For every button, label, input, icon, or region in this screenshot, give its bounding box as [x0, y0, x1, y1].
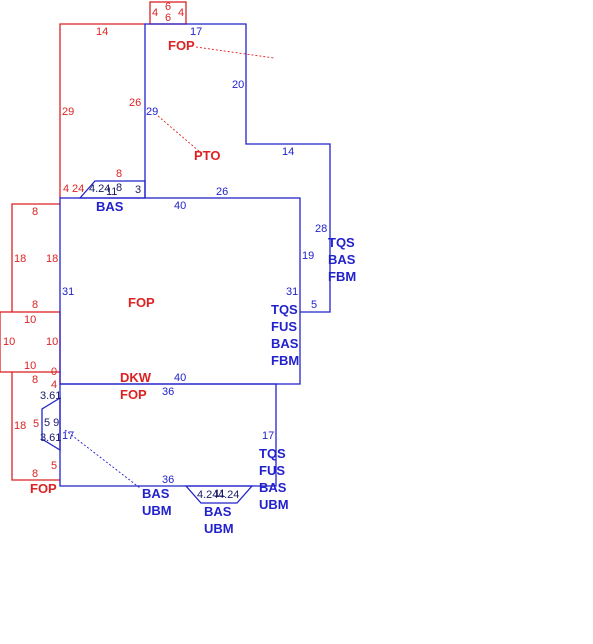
- label-fbm: FBM: [328, 269, 356, 284]
- leader-bas-ubm: [64, 429, 141, 489]
- dim-label: 26: [216, 186, 228, 198]
- dim-label: 4: [63, 183, 69, 195]
- dim-label: 10: [46, 336, 58, 348]
- dim-label: 17: [190, 26, 202, 38]
- label-fop-bottom: FOP: [30, 481, 57, 496]
- label-ubm: UBM: [259, 497, 289, 512]
- dim-label: 40: [174, 200, 186, 212]
- upper-right-wing: [144, 23, 331, 313]
- blue-outlines: [41, 23, 331, 504]
- label-pto: PTO: [194, 148, 221, 163]
- label-fus: FUS: [259, 463, 285, 478]
- dim-label: 19: [302, 250, 314, 262]
- dim-label: 14: [282, 146, 294, 158]
- dim-label: 11: [106, 186, 117, 198]
- label-bas: BAS: [328, 252, 356, 267]
- dim-label: 0: [51, 366, 57, 378]
- dim-label: 40: [174, 372, 186, 384]
- dim-label: 36: [162, 386, 174, 398]
- left-porch-outline-lower: [11, 372, 60, 481]
- area-labels: FOP PTO BAS FOP DKW FOP FOP TQS BAS FBM …: [30, 38, 356, 536]
- label-fbm: FBM: [271, 353, 299, 368]
- dim-label: 6: [165, 1, 171, 13]
- dim-label: 5: [51, 460, 57, 472]
- dim-label: 14: [96, 26, 108, 38]
- label-fus: FUS: [271, 319, 297, 334]
- dim-label: 18: [14, 420, 26, 432]
- label-tqs: TQS: [328, 235, 355, 250]
- label-bas: BAS: [271, 336, 299, 351]
- dim-label: 3.61: [40, 432, 61, 444]
- bas-bump: [78, 180, 146, 199]
- label-bas-left: BAS: [96, 199, 124, 214]
- lower-section: [59, 383, 277, 487]
- dim-label: 4.24: [197, 489, 218, 501]
- dim-label: 4: [178, 7, 184, 19]
- dim-label: 8: [32, 299, 38, 311]
- red-dimensions: 4 6 6 4 14 29 26 8 4 24 8 18 18 8 10 10 …: [3, 1, 184, 480]
- dim-label: 18: [14, 253, 26, 265]
- label-fop-top: FOP: [168, 38, 195, 53]
- blue-dimensions: 17 20 29 14 28 26 4.24 11 8 3 40 19 31 3…: [40, 26, 327, 501]
- dim-label: 11: [214, 488, 225, 500]
- main-body: [59, 197, 301, 385]
- label-tqs: TQS: [271, 302, 298, 317]
- label-bas: BAS: [142, 486, 170, 501]
- label-ubm: UBM: [204, 521, 234, 536]
- red-outlines: [0, 1, 187, 481]
- label-fop-center: FOP: [128, 295, 155, 310]
- dim-label: 8: [32, 206, 38, 218]
- dim-label: 5 9: [44, 417, 59, 429]
- dim-label: 36: [162, 474, 174, 486]
- dim-label: 28: [315, 223, 327, 235]
- dim-label: 17: [62, 430, 74, 442]
- dim-label: 10: [24, 360, 36, 372]
- dim-label: 17: [262, 430, 274, 442]
- label-bas: BAS: [204, 504, 232, 519]
- dim-label: 4: [152, 7, 158, 19]
- dim-label: 31: [62, 286, 74, 298]
- dim-label: 4.24: [218, 489, 239, 501]
- dim-label: 29: [146, 106, 158, 118]
- label-tqs: TQS: [259, 446, 286, 461]
- dim-label: 10: [3, 336, 15, 348]
- dim-label: 8: [32, 468, 38, 480]
- dim-label: 3.61: [40, 390, 61, 402]
- left-bay: [41, 396, 61, 452]
- dim-label: 5: [311, 299, 317, 311]
- label-fop-mid: FOP: [120, 387, 147, 402]
- dim-label: 29: [62, 106, 74, 118]
- label-ubm: UBM: [142, 503, 172, 518]
- bottom-bay: [184, 485, 254, 504]
- dim-label: 4: [51, 379, 57, 391]
- dim-label: 8: [116, 168, 122, 180]
- dim-label: 4.24: [89, 183, 110, 195]
- dim-label: 20: [232, 79, 244, 91]
- dim-label: 26: [129, 97, 141, 109]
- upper-left-outline: [59, 23, 145, 198]
- dim-label: 31: [286, 286, 298, 298]
- label-bas: BAS: [259, 480, 287, 495]
- label-dkw: DKW: [120, 370, 152, 385]
- dim-label: 3: [135, 184, 141, 196]
- leader-pto: [157, 115, 201, 153]
- dim-label: 8: [116, 182, 122, 194]
- leader-fop: [195, 46, 275, 59]
- dim-label: 6: [165, 12, 171, 24]
- left-porch-outline-upper: [11, 203, 60, 312]
- dim-label: 10: [24, 314, 36, 326]
- dim-label: 8: [32, 374, 38, 386]
- dim-label: 24: [72, 183, 84, 195]
- dim-label: 18: [46, 253, 58, 265]
- dim-label: 5: [33, 418, 39, 430]
